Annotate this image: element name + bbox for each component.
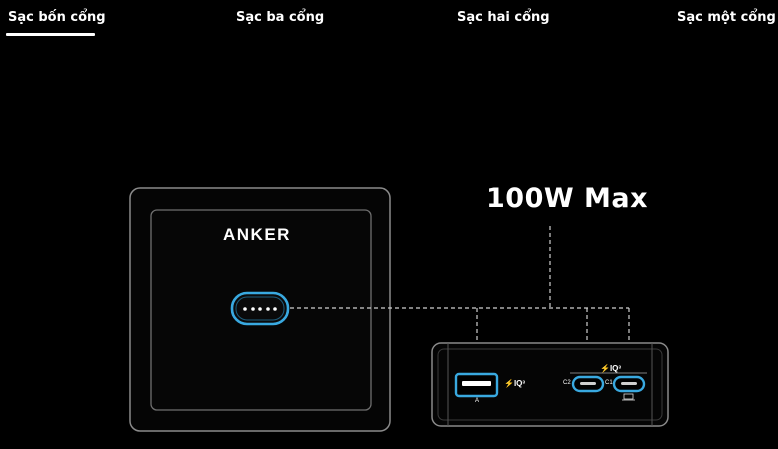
charger-side-view <box>431 342 669 427</box>
iq-badge-usb-a: ⚡IQ³ <box>504 379 526 388</box>
c2-label: C2 <box>563 380 571 386</box>
active-tab-indicator <box>6 33 95 36</box>
charging-mode-tabs: Sạc bốn cổng Sạc ba cổng Sạc hai cổng Sạ… <box>0 0 778 40</box>
tab-one-port[interactable]: Sạc một cổng <box>677 10 776 25</box>
laptop-icon <box>622 393 635 401</box>
c1-label: C1 <box>605 380 613 386</box>
iq-badge-usb-c: ⚡IQ³ <box>600 364 622 373</box>
brand-logo-text: ANKER <box>223 225 291 244</box>
tab-three-port[interactable]: Sạc ba cổng <box>236 10 325 25</box>
tab-two-port[interactable]: Sạc hai cổng <box>457 10 550 25</box>
charger-front-view <box>129 187 391 432</box>
max-power-label: 100W Max <box>486 183 649 214</box>
usb-a-label: A <box>475 398 480 404</box>
tab-four-port[interactable]: Sạc bốn cổng <box>8 10 106 25</box>
